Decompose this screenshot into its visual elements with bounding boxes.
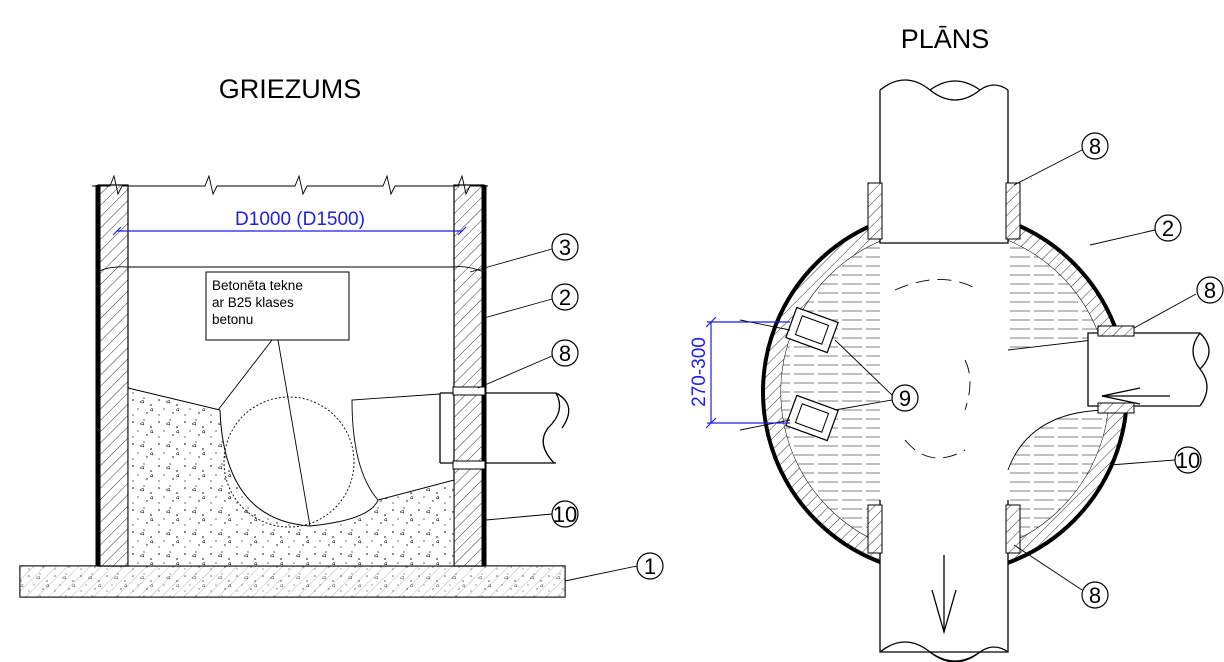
- note-line-2: ar B25 klases: [212, 295, 294, 310]
- spacing-label: 270-300: [689, 337, 710, 407]
- callout-2: 2: [483, 283, 579, 319]
- callout-1: 1: [564, 552, 664, 582]
- side-inlets: [739, 306, 893, 442]
- note-line-3: betonu: [212, 312, 253, 327]
- plan-callout-2: 2: [1089, 214, 1182, 246]
- plan-callout-8-bottom: 8: [1013, 544, 1109, 609]
- left-wall: [97, 184, 129, 567]
- plan-view: PLĀNS: [689, 24, 1224, 662]
- plan-callout-9: 9: [891, 384, 919, 412]
- svg-text:3: 3: [559, 235, 571, 260]
- pipe-section: [223, 396, 355, 528]
- note-line-1: Betonēta tekne: [212, 278, 303, 293]
- inlet-pipe: [439, 386, 570, 470]
- section-title: GRIEZUMS: [219, 74, 362, 104]
- plan-pipe-right: [1087, 325, 1210, 414]
- svg-text:10: 10: [1176, 448, 1200, 473]
- callout-3: 3: [469, 233, 579, 273]
- plan-callout-10: 10: [1109, 446, 1202, 474]
- svg-text:10: 10: [553, 502, 577, 527]
- svg-text:8: 8: [559, 341, 571, 366]
- diameter-label: D1000 (D1500): [235, 209, 365, 230]
- svg-text:9: 9: [899, 386, 911, 411]
- section-view: GRIEZUMS: [19, 74, 664, 598]
- svg-text:8: 8: [1204, 278, 1216, 303]
- plan-pipe-top: [867, 79, 1021, 244]
- callout-8: 8: [477, 339, 579, 389]
- plan-callout-8-right: 8: [1133, 276, 1224, 329]
- inlet-spacing-dimension: 270-300: [689, 316, 790, 429]
- note-box: [205, 271, 350, 341]
- plan-title: PLĀNS: [901, 24, 990, 54]
- svg-text:1: 1: [644, 554, 656, 579]
- plan-callout-8-top: 8: [1013, 132, 1109, 186]
- callout-10: 10: [485, 500, 579, 528]
- break-line: [92, 174, 488, 196]
- plan-pipe-bottom: [867, 500, 1021, 662]
- svg-text:2: 2: [1162, 216, 1174, 241]
- right-wall: [453, 184, 485, 567]
- svg-text:2: 2: [559, 285, 571, 310]
- svg-text:8: 8: [1089, 583, 1101, 608]
- svg-text:8: 8: [1089, 134, 1101, 159]
